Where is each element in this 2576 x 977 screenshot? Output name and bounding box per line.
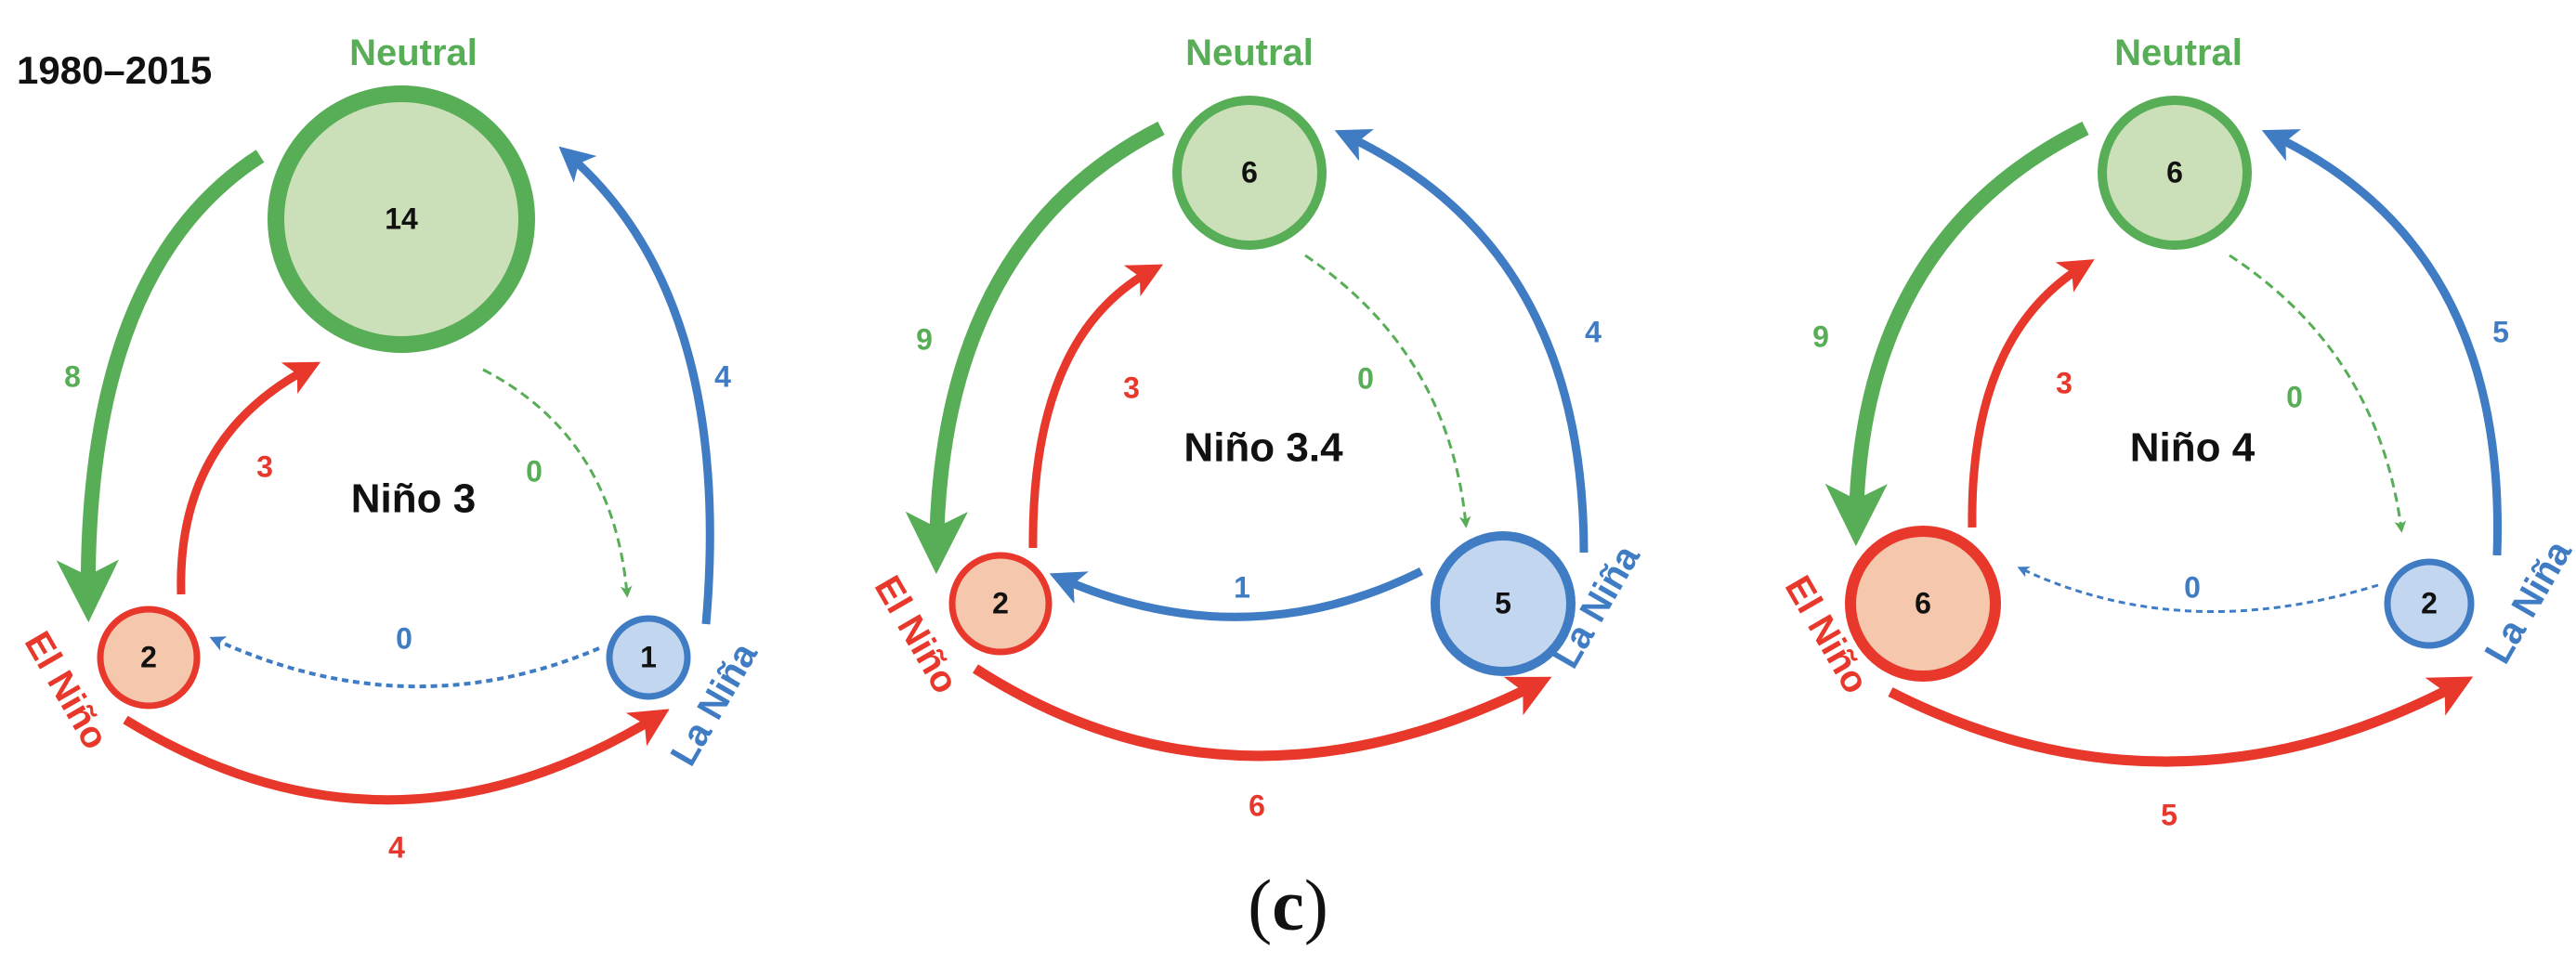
arrow-la-nina-to-el-nino [1049,567,1424,621]
arrow-neutral-to-la-nina [482,368,633,598]
arrow-la-nina-to-el-nino [2017,567,2379,614]
count-la-nina-to-el-nino: 1 [1234,570,1250,604]
count-el-nino-to-la-nina: 4 [388,830,405,864]
arrow-neutral-to-la-nina [1304,254,1471,528]
count-la-nina-to-neutral: 4 [714,359,731,393]
node-la-nina [606,615,691,700]
count-la-nina-to-neutral: 4 [1585,315,1602,348]
count-neutral-to-el-nino: 9 [1812,319,1829,353]
label-neutral: Neutral [349,33,477,73]
arrow-neutral-to-el-nino [56,150,265,623]
node-neutral [2098,96,2252,250]
label-neutral: Neutral [2114,33,2243,73]
node-count-neutral: 6 [2166,155,2183,189]
arrow-el-nino-to-neutral [1028,264,1164,549]
arrow-el-nino-to-la-nina [973,664,1552,762]
count-el-nino-to-neutral: 3 [2056,366,2073,399]
node-count-la-nina: 2 [2421,586,2438,619]
arrow-neutral-to-la-nina [2229,254,2407,533]
period-label: 1980–2015 [17,48,212,92]
arrow-la-nina-to-neutral [1334,129,1589,554]
count-la-nina-to-el-nino: 0 [2184,570,2201,604]
count-neutral-to-la-nina: 0 [1357,361,1374,395]
node-count-la-nina: 1 [640,640,657,673]
arrow-neutral-to-el-nino [1824,121,2089,547]
node-la-nina [2384,558,2475,649]
node-count-el-nino: 6 [1915,586,1931,619]
count-neutral-to-el-nino: 9 [916,322,933,356]
panel-title: Niño 4 [2130,425,2256,471]
count-neutral-to-la-nina: 0 [2286,380,2303,413]
node-neutral [268,85,535,353]
count-el-nino-to-neutral: 3 [256,449,273,483]
count-neutral-to-el-nino: 8 [64,359,81,393]
node-el-nino [97,606,201,710]
node-neutral [1172,96,1327,250]
node-el-nino [948,552,1053,656]
count-la-nina-to-el-nino: 0 [396,621,412,655]
arrow-neutral-to-el-nino [905,121,1165,575]
count-el-nino-to-la-nina: 5 [2161,798,2177,831]
node-count-neutral: 6 [1241,155,1258,189]
node-count-el-nino: 2 [992,586,1009,619]
arrow-la-nina-to-neutral [2261,129,2503,556]
node-count-el-nino: 2 [140,640,157,673]
count-el-nino-to-la-nina: 6 [1249,788,1265,822]
count-neutral-to-la-nina: 0 [526,454,543,488]
arrow-la-nina-to-el-nino [209,636,600,689]
panel-title: Niño 3 [351,476,476,522]
arrow-el-nino-to-neutral [1968,259,2095,528]
node-count-neutral: 14 [385,202,418,235]
panel-title: Niño 3.4 [1183,425,1343,471]
figure-caption: (c) [1248,865,1328,945]
caption-letter: c [1272,865,1304,945]
node-la-nina [1431,531,1576,676]
node-count-la-nina: 5 [1495,586,1511,619]
arrow-el-nino-to-neutral [177,361,321,595]
label-el-nino: El Niño [867,569,966,700]
count-el-nino-to-neutral: 3 [1123,371,1140,404]
arrow-la-nina-to-neutral [558,146,714,625]
arrow-el-nino-to-la-nina [1888,676,2474,767]
label-neutral: Neutral [1185,33,1314,73]
arrow-el-nino-to-la-nina [123,709,670,805]
count-la-nina-to-neutral: 5 [2492,315,2509,348]
node-el-nino [1845,526,2001,682]
label-la-nina: La Niña [2478,533,2576,671]
